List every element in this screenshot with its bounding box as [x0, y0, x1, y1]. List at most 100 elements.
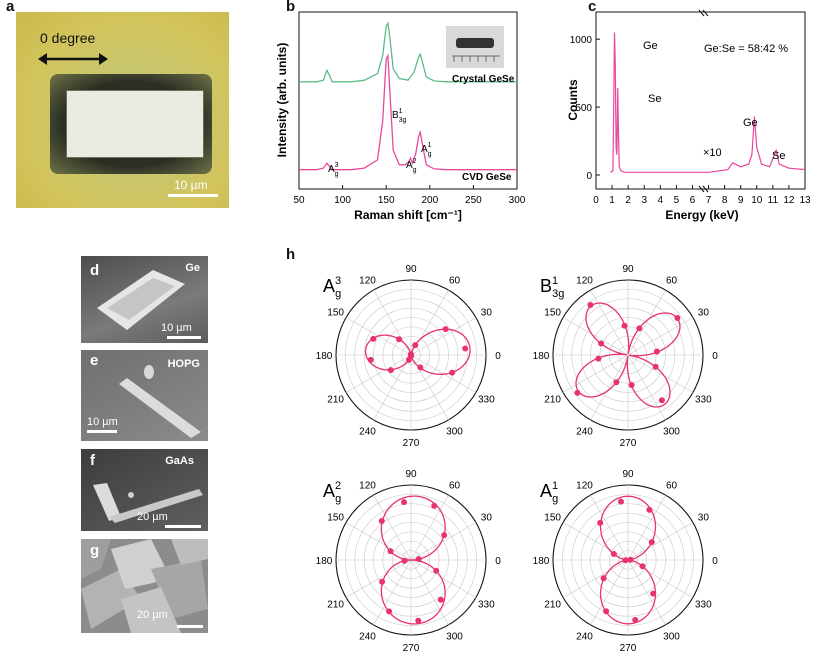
- polar-angle-label: 210: [544, 600, 561, 611]
- polar-spoke: [627, 522, 694, 561]
- polar-angle-label: 300: [446, 426, 463, 437]
- polar-data-point: [650, 590, 657, 597]
- polar-data-point: [437, 596, 444, 603]
- panel-label-a: a: [6, 0, 15, 15]
- scale-label-g: 20 µm: [137, 609, 168, 621]
- eds-xtick-label: 6: [690, 195, 696, 206]
- polar-data-point: [462, 345, 469, 352]
- eds-xtick-label: 3: [641, 195, 647, 206]
- polar-angle-label: 180: [316, 351, 333, 362]
- polar-data-point: [401, 499, 407, 506]
- polar-angle-label: 300: [446, 631, 463, 642]
- polar-spoke: [410, 317, 477, 356]
- polar-data-point: [379, 578, 386, 585]
- polar-data-point: [587, 302, 594, 308]
- panel-label-b: b: [286, 0, 296, 15]
- ratio-label: Ge:Se = 58:42 %: [704, 43, 788, 55]
- polar-angle-label: 210: [544, 395, 561, 406]
- polar-spoke: [562, 522, 629, 561]
- polar-angle-label: 240: [576, 631, 593, 642]
- eds-frame: [595, 11, 806, 190]
- panel-label-e: e: [90, 352, 99, 369]
- polar-data-point: [417, 364, 424, 371]
- magnification-label: ×10: [703, 147, 722, 159]
- eds-xtick-label: 7: [706, 195, 712, 206]
- sem-image-hopg: HOPG 10 µm: [81, 350, 208, 441]
- peak-ge-label: Ge: [643, 40, 658, 52]
- polar-angle-label: 120: [359, 481, 376, 492]
- series-line-cvd-gese: [299, 53, 517, 171]
- polar-angle-label: 180: [533, 556, 550, 567]
- polar-angle-label: 270: [620, 643, 637, 654]
- polar-data-point: [598, 340, 605, 347]
- eds-xlabel: Energy (keV): [665, 208, 738, 222]
- scale-label-a: 10 µm: [174, 178, 208, 192]
- polar-spoke: [410, 522, 477, 561]
- polar-spoke: [410, 559, 449, 626]
- polar-data-point: [636, 325, 643, 332]
- polar-data-point: [387, 367, 394, 374]
- raman-ylabel: Intensity (arb. units): [275, 43, 289, 158]
- eds-xtick-label: 12: [783, 195, 795, 206]
- raman-xtick-label: 150: [378, 195, 395, 206]
- polar-data-point: [653, 348, 660, 355]
- sem-crystal-f: [93, 483, 203, 523]
- polar-data-point: [412, 342, 419, 349]
- polar-data-point: [674, 315, 681, 321]
- polar-spoke: [345, 354, 412, 393]
- eds-xtick-label: 11: [768, 195, 779, 206]
- polar-data-point: [433, 567, 440, 574]
- eds-ytick-label: 0: [586, 171, 592, 182]
- sem-image-dense: 20 µm: [81, 539, 208, 633]
- polar-angle-label: 270: [620, 438, 637, 449]
- polar-data-point: [600, 575, 607, 582]
- polar-data-point: [618, 498, 624, 505]
- polar-data-point: [378, 518, 385, 524]
- polar-angle-label: 300: [663, 631, 680, 642]
- polar-angle-label: 60: [666, 276, 678, 287]
- series-line-crystal-gese: [299, 21, 517, 83]
- polar-spoke: [345, 522, 412, 561]
- eds-ylabel: Counts: [566, 79, 580, 121]
- polar-data-point: [658, 397, 665, 404]
- polar-angle-label: 150: [544, 308, 561, 319]
- scale-label-d: 10 µm: [161, 322, 192, 334]
- scale-label-e: 10 µm: [87, 416, 118, 428]
- panel-label-f: f: [90, 452, 95, 469]
- sem-crystal-d: [97, 270, 185, 330]
- sem-image-gaas: GaAs 20 µm: [81, 449, 208, 531]
- polar-angle-label: 0: [712, 351, 718, 362]
- raman-frame: [298, 11, 518, 190]
- eds-xtick-label: 5: [674, 195, 680, 206]
- polar-angle-label: 30: [698, 513, 710, 524]
- polar-angle-label: 330: [478, 395, 495, 406]
- polar-fit-curve: [380, 495, 446, 625]
- polar-data-point: [628, 382, 635, 388]
- polar-angle-label: 330: [478, 600, 495, 611]
- sem-crystal-e: [119, 365, 201, 438]
- polar-data-point: [408, 352, 415, 359]
- polar-angle-label: 270: [403, 438, 420, 449]
- polar-angle-label: 60: [666, 481, 678, 492]
- angle-annotation: 0 degree: [40, 30, 96, 46]
- raman-xtick-label: 50: [293, 195, 305, 206]
- optical-image: 0 degree 10 µm: [16, 12, 229, 208]
- eds-xtick-label: 1: [609, 195, 615, 206]
- polar-data-point: [632, 616, 639, 623]
- scale-bar-g: [177, 625, 203, 628]
- peak-se-label: Se: [648, 93, 661, 105]
- eds-ytick-label: 1000: [570, 35, 593, 46]
- eds-xtick-label: 9: [738, 195, 744, 206]
- peak-ge-label-2: Ge: [743, 117, 758, 129]
- polar-spoke: [373, 354, 412, 421]
- polar-spoke: [410, 494, 449, 561]
- polar-data-point: [370, 335, 377, 342]
- polar-fit-curve: [575, 302, 681, 408]
